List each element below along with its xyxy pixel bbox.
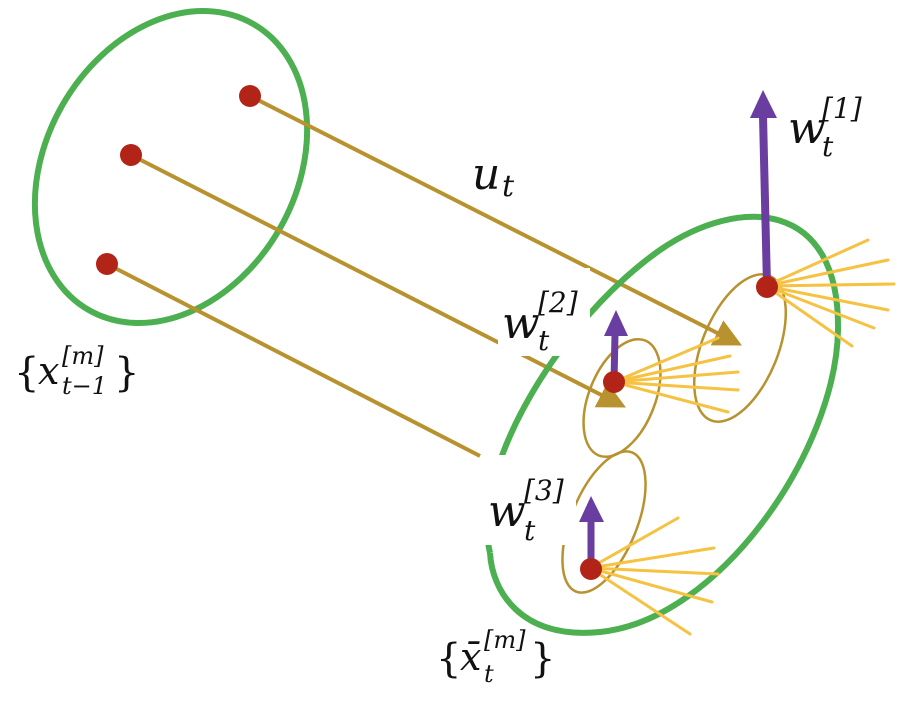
predicted-set-label: { x̄ [m] t } — [436, 626, 555, 688]
weight-label-2-sup: [2] — [538, 286, 578, 319]
predicted-set-sup: [m] — [484, 626, 526, 654]
motion-line-1 — [249, 94, 742, 346]
noise-ellipse-2 — [582, 337, 662, 459]
prior-set-sub: t−1 — [62, 372, 107, 400]
weight-arrow-1 — [750, 90, 777, 287]
prior-particle-1 — [239, 85, 261, 107]
control-label-sub: t — [502, 169, 515, 204]
particles — [96, 85, 778, 580]
predicted-set-sub: t — [484, 660, 494, 688]
prior-particle-2 — [120, 144, 142, 166]
prior-set-ellipse — [31, 8, 311, 326]
prior-set-open-brace: { — [14, 350, 39, 396]
motion-line-2 — [130, 153, 626, 408]
ray-fan-1 — [764, 238, 896, 348]
noise-ellipses — [561, 273, 788, 594]
measurement-rays — [588, 238, 896, 636]
predicted-particle-2 — [603, 371, 625, 393]
weight-label-3: w [3] t — [488, 474, 564, 547]
weight-label-3-base: w — [488, 486, 526, 537]
weight-label-2-base: w — [502, 298, 540, 349]
weight-label-3-sup: [3] — [524, 474, 564, 507]
predicted-particle-3 — [580, 558, 602, 580]
weight-label-3-sub: t — [524, 514, 536, 547]
predicted-particle-1 — [756, 276, 778, 298]
motion-line-3 — [106, 262, 481, 458]
ray-fan-3 — [588, 516, 720, 636]
weight-label-1-sup: [1] — [822, 92, 862, 125]
control-label: u t — [472, 149, 515, 204]
control-label-base: u — [472, 149, 500, 200]
weight-arrows — [579, 90, 777, 568]
weight-label-1-base: w — [788, 103, 826, 154]
weight-arrow-3 — [579, 496, 604, 568]
weight-label-2-sub: t — [538, 324, 550, 357]
prior-set-base: x — [38, 349, 59, 393]
weight-label-2: w [2] t — [502, 286, 578, 357]
prior-particle-3 — [96, 253, 118, 275]
motion-lines — [106, 94, 742, 458]
ray-fan-2 — [612, 336, 740, 414]
prior-set-close-brace: } — [114, 350, 139, 396]
weight-label-1-sub: t — [822, 130, 834, 163]
prior-set-sup: [m] — [62, 342, 104, 370]
predicted-set-base: x̄ — [460, 635, 481, 679]
weight-label-1: w [1] t — [788, 92, 862, 163]
predicted-set-close-brace: } — [530, 636, 555, 682]
prior-set-label: { x [m] t−1 } — [14, 342, 139, 400]
predicted-set-open-brace: { — [436, 636, 461, 682]
